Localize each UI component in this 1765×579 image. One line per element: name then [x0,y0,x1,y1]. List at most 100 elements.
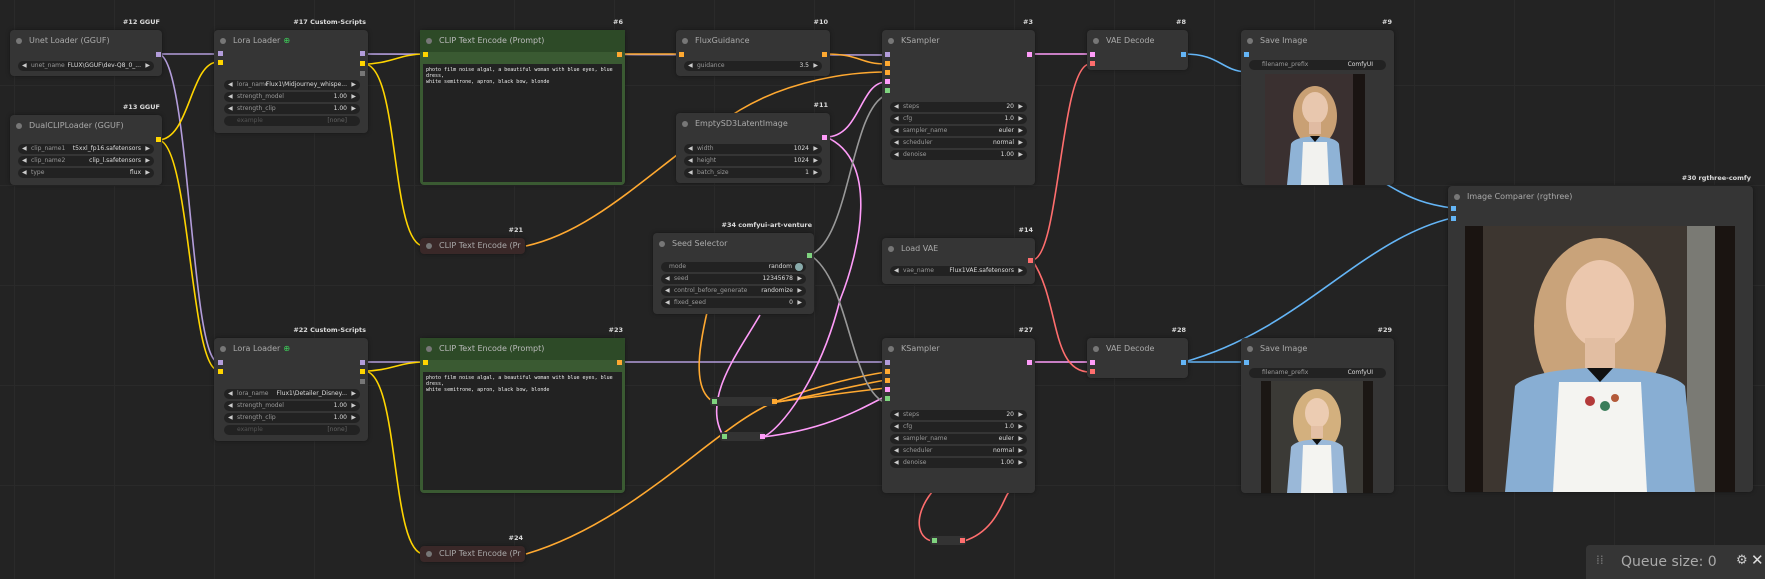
model-input-socket[interactable] [885,52,890,57]
clip-text-encode-node-6[interactable]: #6 CLIP Text Encode (Prompt) photo film … [420,18,625,185]
clip-output-socket[interactable] [156,137,161,142]
image-output-socket[interactable] [1181,360,1186,365]
conditioning-output-socket[interactable] [822,52,827,57]
model-output-socket[interactable] [360,360,365,365]
image-output-socket[interactable] [1181,52,1186,57]
reroute-output-socket[interactable] [760,434,765,439]
reroute-output-socket[interactable] [772,399,777,404]
clip-input-socket[interactable] [218,60,223,65]
seed-input-socket[interactable] [885,396,890,401]
clip-text-encode-node-24[interactable]: #24 CLIP Text Encode (Pr [420,534,525,562]
reroute-input-socket[interactable] [722,434,727,439]
negative-input-socket[interactable] [885,70,890,75]
latent-input-socket[interactable] [885,79,890,84]
clip-input-socket[interactable] [218,369,223,374]
conditioning-output-socket[interactable] [617,360,622,365]
reroute-input-socket[interactable] [712,399,717,404]
model-input-socket[interactable] [885,360,890,365]
prompt-textarea[interactable]: photo film noise algal, a beautiful woma… [423,64,622,182]
reroute-input-socket[interactable] [932,538,937,543]
string-output-socket[interactable] [360,71,365,76]
close-icon[interactable]: ✕ [1751,551,1764,569]
clip-input-socket[interactable] [423,360,428,365]
image-b-input-socket[interactable] [1451,216,1456,221]
drag-handle-icon[interactable]: ⁞⁞ [1596,553,1604,567]
samples-input-socket[interactable] [1090,360,1095,365]
reroute-output-socket[interactable] [960,538,965,543]
example-widget[interactable]: example[none] [224,116,360,126]
gear-icon[interactable]: ⚙ [1736,553,1748,568]
clip-output-socket[interactable] [360,61,365,66]
image-comparer-node[interactable]: #30 rgthree-comfy Image Comparer (rgthre… [1448,174,1753,492]
latent-input-socket[interactable] [885,387,890,392]
image-a-input-socket[interactable] [1451,206,1456,211]
negative-input-socket[interactable] [885,378,890,383]
clip-text-encode-node-23[interactable]: #23 CLIP Text Encode (Prompt) photo film… [420,326,625,493]
vae-decode-node-28[interactable]: #28 VAE Decode [1087,326,1188,378]
vae-input-socket[interactable] [1090,61,1095,66]
positive-input-socket[interactable] [885,369,890,374]
reroute-node[interactable] [930,536,966,545]
unet-loader-node[interactable]: #12 GGUF Unet Loader (GGUF) ◀ unet_name … [10,18,162,76]
comparison-image[interactable] [1465,226,1735,492]
seed-selector-node[interactable]: #34 comfyui-art-venture Seed Selector mo… [653,221,814,314]
latent-output-socket[interactable] [822,135,827,140]
lora-loader-node-17[interactable]: #17 Custom-Scripts Lora Loader⊕ ◀lora_na… [214,18,368,133]
clip-text-encode-node-21[interactable]: #21 CLIP Text Encode (Pr [420,226,525,254]
prompt-textarea[interactable]: photo film noise algal, a beautiful woma… [423,372,622,490]
unet-name-widget[interactable]: ◀ unet_name FLUX\GGUF\dev-Q8_0_... ▶ [18,61,154,71]
conditioning-input-socket[interactable] [679,52,684,57]
model-output-socket[interactable] [360,51,365,56]
images-input-socket[interactable] [1244,52,1249,57]
vae-output-socket[interactable] [1028,258,1033,263]
clip-input-socket[interactable] [423,52,428,57]
vae-decode-node-8[interactable]: #8 VAE Decode [1087,18,1188,70]
seed-output-socket[interactable] [807,253,812,258]
reroute-node[interactable] [720,432,765,441]
samples-input-socket[interactable] [1090,52,1095,57]
clip-output-socket[interactable] [360,369,365,374]
conditioning-output-socket[interactable] [617,52,622,57]
positive-input-socket[interactable] [885,61,890,66]
string-output-socket[interactable] [360,379,365,384]
model-input-socket[interactable] [218,51,223,56]
reroute-node[interactable] [710,397,777,406]
lora-loader-node-22[interactable]: #22 Custom-Scripts Lora Loader⊕ ◀lora_na… [214,326,368,441]
